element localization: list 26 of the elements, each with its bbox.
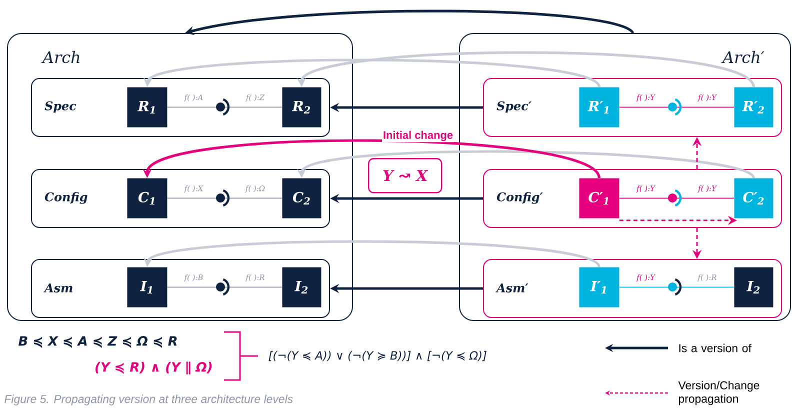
connector-line bbox=[619, 286, 734, 288]
caption: Figure 5. Propagating version at three architecture levels bbox=[4, 394, 293, 406]
component-box: I′$_{1}$ bbox=[579, 267, 620, 308]
connector-line bbox=[619, 198, 734, 199]
legend-label: Is a version of bbox=[679, 344, 752, 352]
change-box: Y ↝ X bbox=[368, 158, 442, 194]
connector-line bbox=[619, 106, 734, 108]
edge-label: Initial change bbox=[382, 130, 454, 142]
connector-line bbox=[167, 198, 282, 199]
formula: B ≼ X ≼ A ≼ Z ≼ Ω ≼ R bbox=[18, 336, 177, 348]
component-box: R′$_{1}$ bbox=[579, 87, 620, 128]
component-box: C$_{1}$ bbox=[127, 178, 168, 218]
connector-line bbox=[167, 286, 282, 288]
legend-label: Version/Change propagation bbox=[678, 380, 760, 406]
component-box: C$_{2}$ bbox=[282, 178, 322, 218]
component-box: R′$_{2}$ bbox=[734, 87, 774, 128]
connector-line bbox=[167, 106, 282, 108]
formula: (Y ≼ R) ∧ (Y ∥ Ω) bbox=[96, 362, 212, 374]
component-box: I$_{2}$ bbox=[282, 267, 322, 308]
component-box: C′$_{1}$ bbox=[579, 178, 620, 218]
component-box: R$_{1}$ bbox=[127, 87, 168, 128]
formula: [(¬(Y ≼ A)) ∨ (¬(Y ≽ B))] ∧ [¬(Y ≼ Ω)] bbox=[268, 350, 486, 362]
component-box: C′$_{2}$ bbox=[734, 178, 774, 218]
component-box: I$_{1}$ bbox=[127, 267, 168, 308]
component-box: I$_{2}$ bbox=[734, 267, 774, 308]
component-box: R$_{2}$ bbox=[282, 87, 322, 128]
